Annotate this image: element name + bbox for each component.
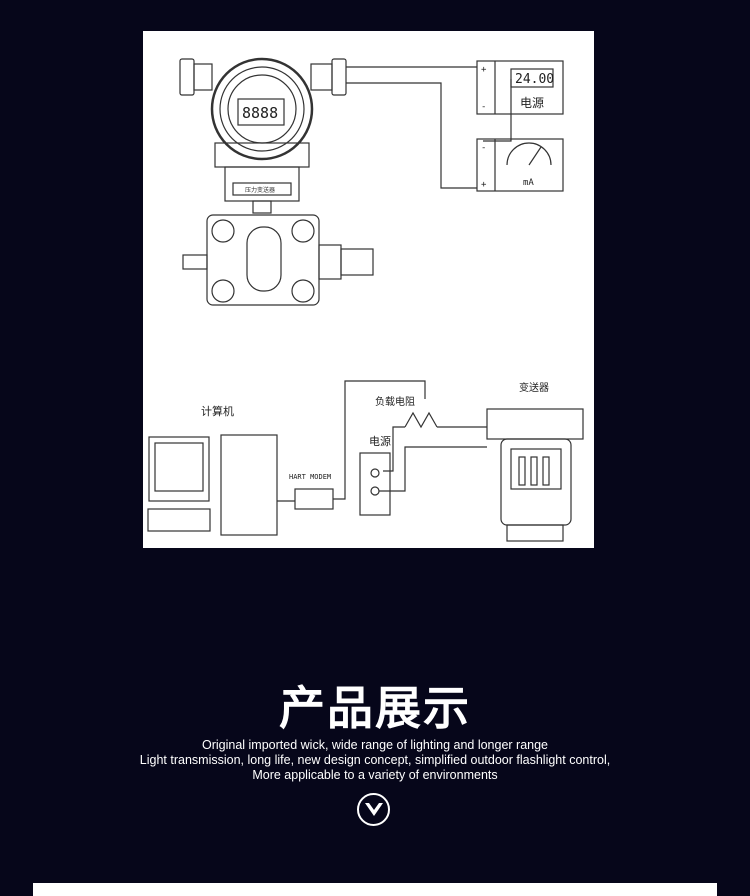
- description-line: Light transmission, long life, new desig…: [139, 753, 611, 767]
- section-title: 产品展示: [279, 681, 471, 735]
- section-description: Original imported wick, wide range of li…: [0, 738, 750, 783]
- wiring-diagram-image: 8888 压力变送器 24.00 电源 +: [143, 31, 594, 548]
- modem-label: HART MODEM: [289, 473, 331, 481]
- svg-text:8888: 8888: [242, 104, 278, 122]
- power-supply-box: 24.00 电源 + -: [476, 60, 564, 115]
- meter-unit: mA: [523, 178, 534, 188]
- svg-text:-: -: [481, 143, 486, 153]
- transmitter-top-drawing: 8888 压力变送器: [179, 57, 512, 306]
- next-panel-edge: [33, 883, 717, 896]
- power-label: 电源: [520, 96, 544, 110]
- description-line: More applicable to a variety of environm…: [252, 768, 498, 782]
- svg-text:-: -: [481, 102, 486, 112]
- chevron-down-circle-icon: [365, 803, 383, 816]
- resistor-label: 负载电阻: [375, 395, 415, 408]
- ammeter-box: mA - +: [476, 138, 564, 192]
- scroll-down-button[interactable]: [357, 793, 390, 826]
- power-label-2: 电源: [369, 434, 391, 448]
- hart-network-drawing: 计算机 HART MODEM 负载电阻 电源 变送器: [147, 380, 584, 542]
- svg-text:+: +: [481, 65, 487, 75]
- svg-text:+: +: [481, 180, 487, 190]
- description-line: Original imported wick, wide range of li…: [201, 738, 549, 752]
- transmitter-plate-label: 压力变送器: [245, 186, 275, 194]
- power-reading: 24.00: [515, 72, 554, 87]
- computer-label: 计算机: [201, 404, 234, 418]
- transmitter-label: 变送器: [519, 381, 549, 394]
